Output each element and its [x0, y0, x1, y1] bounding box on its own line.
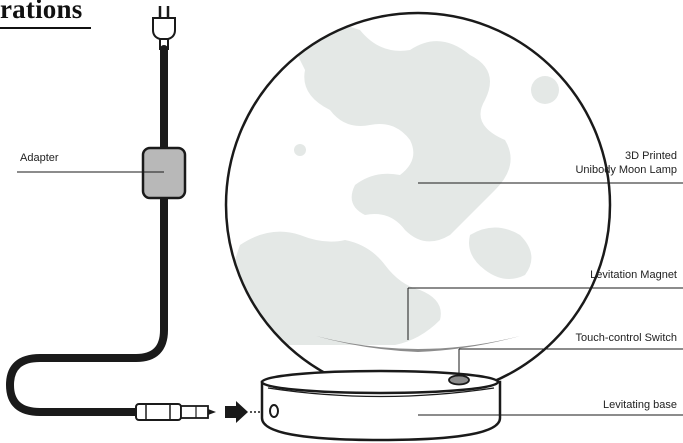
moon-lamp-sphere — [224, 11, 612, 399]
section-heading: rations — [0, 0, 83, 24]
dc-port — [269, 404, 279, 418]
adapter-box — [141, 146, 187, 200]
magnet-label: Levitation Magnet — [590, 269, 677, 281]
lamp-label-line2: Unibody Moon Lamp — [575, 164, 677, 176]
heading-underline — [0, 27, 91, 29]
adapter-label: Adapter — [20, 152, 59, 164]
levitating-base — [260, 369, 502, 442]
moon-surface-texture — [226, 24, 559, 345]
lamp-label-line1: 3D Printed — [625, 150, 677, 162]
plug-icon — [152, 6, 176, 50]
power-cable — [6, 45, 168, 416]
lamp-label: 3D Printed Unibody Moon Lamp — [575, 149, 677, 177]
leader-lines — [17, 171, 683, 416]
base-label: Levitating base — [603, 399, 677, 411]
touch-switch-button — [448, 374, 470, 386]
audio-jack-icon — [135, 403, 216, 421]
switch-label: Touch-control Switch — [575, 332, 678, 344]
